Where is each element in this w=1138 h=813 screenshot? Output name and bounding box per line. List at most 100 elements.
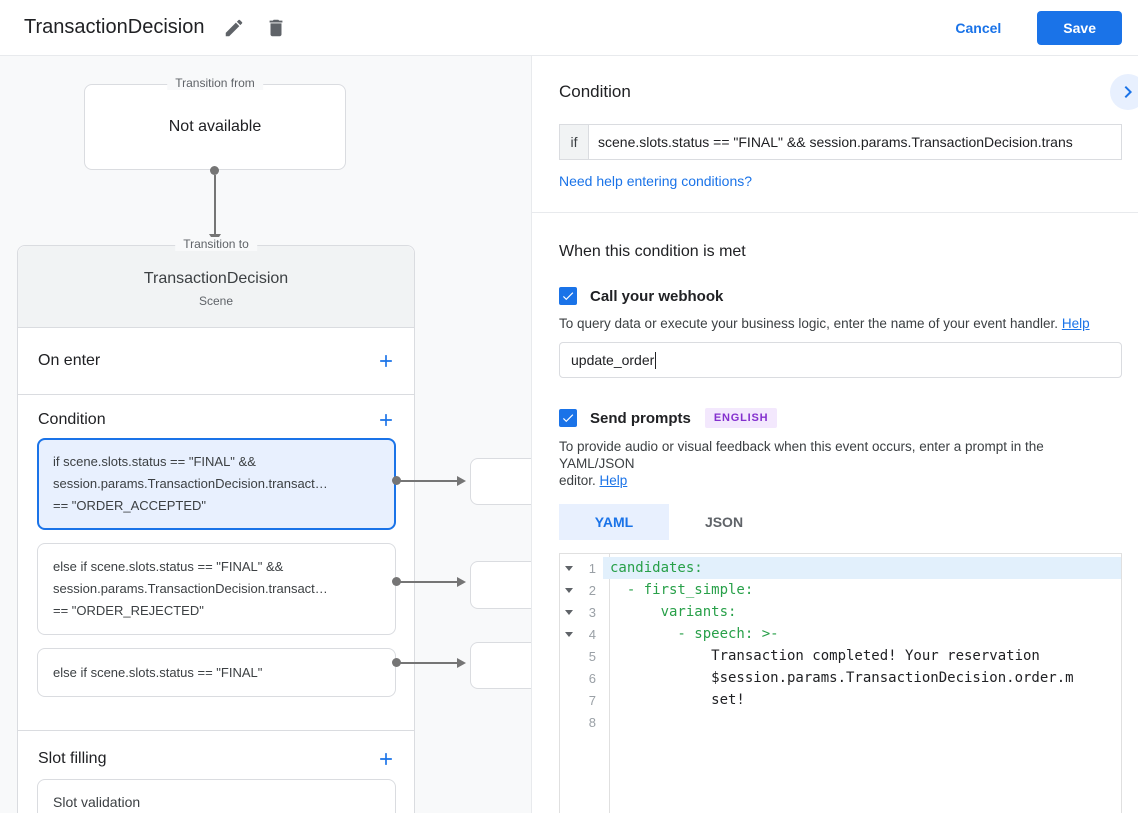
code-line[interactable]: 4 - speech: >- [560,623,1121,645]
chevron-right-icon [1124,86,1132,98]
scene-flow-canvas: Transition from Not available Transition… [0,56,531,813]
connector-line [399,480,458,482]
event-handler-value: update_order [571,352,655,368]
transition-target-box[interactable] [470,458,531,505]
code-text: - speech: >- [610,626,779,642]
transition-from-label: Transition from [167,76,263,90]
panel-title: Condition [559,82,631,101]
send-prompts-row: Send prompts ENGLISH [559,408,1122,428]
prompts-description: To provide audio or visual feedback when… [559,438,1122,489]
scene-subtitle: Scene [198,293,234,308]
check-icon [562,292,574,301]
transition-target-box[interactable] [470,642,531,689]
line-number: 7 [588,692,596,708]
transition-from-value: Not available [168,118,262,135]
arrow-right-icon [457,577,466,587]
prompts-help-link[interactable]: Help [599,473,628,488]
save-button[interactable]: Save [1037,10,1122,45]
condition-expression-input[interactable] [588,124,1122,160]
code-line[interactable]: 6 $session.params.TransactionDecision.or… [560,667,1121,689]
send-prompts-checkbox[interactable] [559,409,577,427]
line-number: 4 [588,626,596,642]
line-number: 1 [588,560,596,576]
code-line[interactable]: 7 set! [560,689,1121,711]
code-line[interactable]: 2 - first_simple: [560,579,1121,601]
yaml-code-editor[interactable]: 1 candidates: 2 - first_simple: 3 varian… [559,553,1122,813]
line-number: 8 [588,714,596,730]
fold-arrow-icon[interactable] [560,565,578,571]
connector-line [214,175,216,234]
when-condition-met-title: When this condition is met [559,243,746,260]
condition-card-accepted[interactable]: if scene.slots.status == "FINAL" && sess… [37,438,396,530]
call-webhook-row: Call your webhook [559,287,1122,305]
delete-icon[interactable] [264,16,288,40]
code-line[interactable]: 8 [560,711,1121,733]
webhook-description-text: To query data or execute your business l… [559,316,1059,331]
line-number: 6 [588,670,596,686]
connector-line [399,662,458,664]
connector-dot [210,166,219,175]
slot-filling-header: Slot filling [18,731,414,776]
scene-title: TransactionDecision [143,269,289,287]
code-line[interactable]: 3 variants: [560,601,1121,623]
webhook-description: To query data or execute your business l… [559,315,1122,332]
code-text: Transaction completed! Your reservation [610,648,1040,664]
code-line[interactable]: 1 candidates: [560,557,1121,579]
transition-target-box[interactable] [470,561,531,609]
line-number: 2 [588,582,596,598]
fold-arrow-icon[interactable] [560,609,578,615]
transition-to-label: Transition to [175,237,257,251]
slot-filling-label: Slot filling [38,749,107,767]
on-enter-section: On enter [18,328,414,395]
transition-from-box[interactable]: Transition from Not available [84,76,346,170]
editor-format-tabs: YAML JSON [559,504,1122,540]
fold-arrow-icon[interactable] [560,587,578,593]
collapse-panel-button[interactable] [1110,74,1138,110]
condition-help-link[interactable]: Need help entering conditions? [559,173,753,189]
code-line[interactable]: 5 Transaction completed! Your reservatio… [560,645,1121,667]
condition-label: Condition [38,410,106,428]
condition-editor-panel: Condition if Need help entering conditio… [531,56,1138,813]
tab-json[interactable]: JSON [704,514,744,530]
condition-card-rejected[interactable]: else if scene.slots.status == "FINAL" &&… [37,543,396,635]
webhook-help-link[interactable]: Help [1061,316,1090,331]
connector-dot [392,577,401,586]
call-webhook-label: Call your webhook [590,287,724,305]
condition-expression-row: if [559,124,1122,160]
slot-validation-card[interactable]: Slot validation [37,779,396,813]
tab-yaml[interactable]: YAML [559,504,669,540]
transition-to-card: Transition to TransactionDecision Scene … [17,237,415,813]
fold-arrow-icon[interactable] [560,631,578,637]
add-on-enter-button[interactable] [374,349,398,373]
event-handler-input[interactable]: update_order [559,342,1122,378]
edit-icon[interactable] [222,16,246,40]
code-text: $session.params.TransactionDecision.orde… [610,670,1074,686]
text-cursor [655,351,657,369]
page-title: TransactionDecision [24,16,205,38]
condition-card-final[interactable]: else if scene.slots.status == "FINAL" [37,648,396,697]
connector-dot [392,476,401,485]
if-label: if [559,124,588,160]
language-badge: ENGLISH [704,408,778,428]
add-condition-button[interactable] [374,408,398,432]
condition-section: Condition if scene.slots.status == "FINA… [18,395,414,731]
on-enter-label: On enter [38,352,101,369]
divider [532,212,1138,213]
code-text: candidates: [603,557,1121,579]
cancel-button[interactable]: Cancel [955,19,1002,36]
top-bar: TransactionDecision Cancel Save [0,0,1138,56]
condition-section-header: Condition [18,395,414,438]
scene-card-header[interactable]: TransactionDecision Scene [18,246,414,328]
line-number: 5 [588,648,596,664]
connector-line [399,581,458,583]
gutter-divider [609,554,610,813]
check-icon [562,414,574,423]
prompts-description-text: To provide audio or visual feedback when… [559,439,1044,488]
code-text: variants: [610,604,737,620]
connector-dot [392,658,401,667]
arrow-right-icon [457,476,466,486]
add-slot-button[interactable] [374,747,398,771]
arrow-right-icon [457,658,466,668]
call-webhook-checkbox[interactable] [559,287,577,305]
line-number: 3 [588,604,596,620]
